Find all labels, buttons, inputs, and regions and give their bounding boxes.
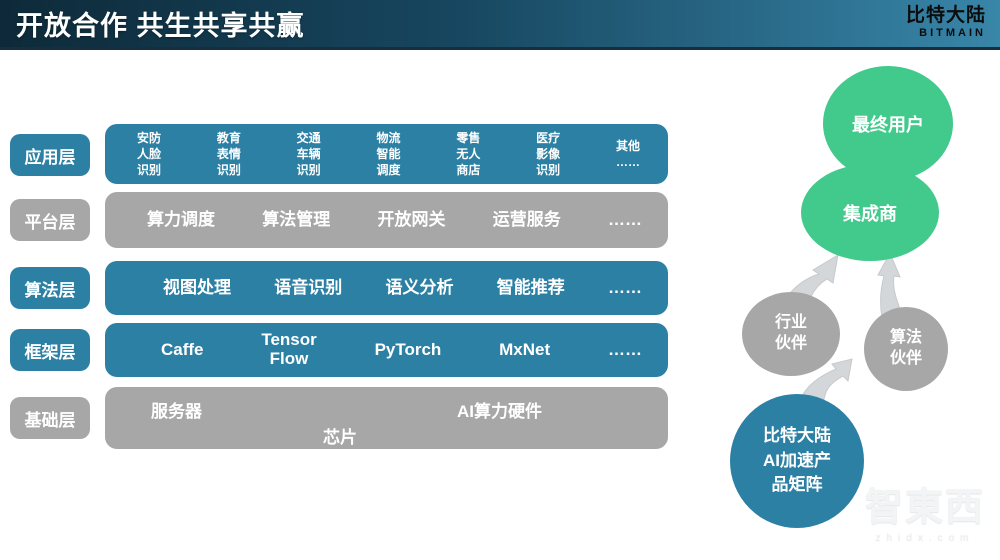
platform-item-ellipsis: …… [608,209,642,229]
arrow-algo-to-integrator-icon [877,251,905,321]
infra-item-chip: 芯片 [323,428,357,447]
app-item-others: 其他 …… [615,138,640,169]
layer-label-algorithm: 算法层 [10,267,90,309]
layer-label-infrastructure: 基础层 [10,397,90,439]
layer-label-platform: 平台层 [10,199,90,241]
platform-item-algo-management: 算法管理 [262,209,331,229]
infrastructure-layer-bar: 服务器 AI算力硬件 芯片 [105,387,668,449]
framework-item-mxnet: MxNet [499,339,551,359]
platform-item-open-gateway: 开放网关 [377,209,446,229]
algorithm-layer-bar: 视图处理 语音识别 语义分析 智能推荐 …… [105,261,668,315]
page-title: 开放合作 共生共享共赢 [16,11,305,41]
zhidx-watermark: 智東西 zhidx.com [855,476,995,544]
bitmain-logo: 比特大陆 BITMAIN [905,5,986,40]
platform-item-operation-service: 运营服务 [492,209,561,229]
app-item-traffic: 交通 车辆 识别 [296,130,321,178]
app-item-security: 安防 人脸 识别 [137,130,162,178]
app-item-logistics: 物流 智能 调度 [376,130,401,178]
app-item-education: 教育 表情 识别 [216,130,241,178]
app-item-retail: 零售 无人 商店 [456,130,481,178]
algo-item-ellipsis: …… [608,277,642,297]
industry-partner-bubble: 行业 伙伴 [742,292,840,376]
zhidx-logo-text: 智東西 [864,487,985,529]
framework-item-ellipsis: …… [607,339,642,359]
platform-item-compute-scheduling: 算力调度 [147,209,215,229]
algo-item-vision: 视图处理 [163,277,231,297]
platform-layer-bar: 算力调度 算法管理 开放网关 运营服务 …… [105,192,668,248]
framework-layer-bar: Caffe Tensor Flow PyTorch MxNet …… [105,323,668,377]
application-layer-bar: 安防 人脸 识别 教育 表情 识别 交通 车辆 识别 物流 智能 调度 零售 无… [105,124,668,184]
framework-item-pytorch: PyTorch [374,339,442,359]
framework-item-tensorflow: Tensor Flow [261,330,317,368]
logo-english-text: BITMAIN [919,26,986,39]
algo-item-semantic: 语义分析 [385,277,454,297]
algo-item-speech: 语音识别 [274,277,343,297]
end-user-bubble: 最终用户 [823,66,953,181]
algorithm-partner-bubble: 算法 伙伴 [864,307,948,391]
app-item-medical: 医疗 影像 识别 [536,130,561,178]
framework-item-caffe: Caffe [161,339,204,359]
infra-item-ai-hardware: AI算力硬件 [457,402,542,421]
layer-label-framework: 框架层 [10,329,90,371]
layer-label-application: 应用层 [10,134,90,176]
bitmain-matrix-bubble: 比特大陆 AI加速产 品矩阵 [730,394,864,528]
infra-item-server: 服务器 [151,402,202,421]
header-bar: 开放合作 共生共享共赢 比特大陆 BITMAIN [0,0,1000,50]
zhidx-url-text: zhidx.com [875,533,975,544]
algo-item-recommendation: 智能推荐 [496,277,565,297]
integrator-bubble: 集成商 [801,164,939,261]
logo-chinese-text: 比特大陆 [905,5,986,26]
